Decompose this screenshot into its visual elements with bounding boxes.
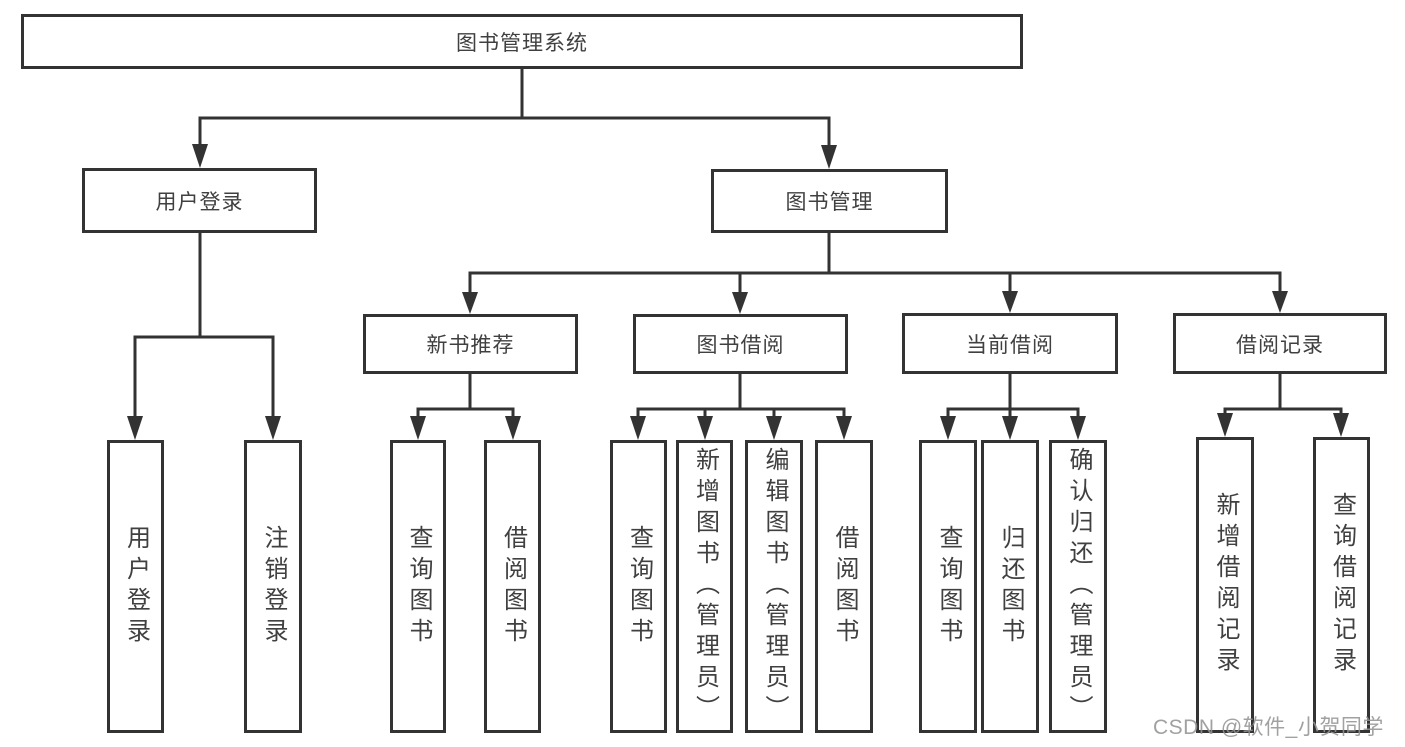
leaf-return-books-label: 归还图书 [997,524,1024,649]
leaf-add-borrow-record: 新增借阅记录 [1196,437,1254,733]
leaf-query-books-borrow: 查询图书 [610,440,667,733]
leaf-edit-books-admin: 编辑图书（管理员） [745,440,803,733]
leaf-logout-label: 注销登录 [260,524,287,649]
leaf-query-books-borrow-label: 查询图书 [625,524,653,649]
node-user-login: 用户登录 [82,168,317,233]
leaf-return-books: 归还图书 [981,440,1039,733]
leaf-user-login: 用户登录 [107,440,164,733]
node-book-management: 图书管理 [711,169,948,233]
leaf-query-borrow-record-label: 查询借阅记录 [1328,492,1356,678]
leaf-borrow-books-label: 借阅图书 [831,524,858,649]
leaf-query-books-current: 查询图书 [919,440,977,733]
leaf-confirm-return-admin-label: 确认归还（管理员） [1065,447,1092,726]
node-book-management-label: 图书管理 [785,191,874,214]
node-borrow-records: 借阅记录 [1173,313,1387,374]
leaf-query-books-recommend-label: 查询图书 [405,524,432,649]
leaf-add-books-admin-label: 新增图书（管理员） [691,447,719,726]
leaf-query-books-current-label: 查询图书 [935,524,962,649]
arrowheads [127,144,1349,440]
leaf-borrow-books-recommend-label: 借阅图书 [499,524,527,649]
leaf-edit-books-admin-label: 编辑图书（管理员） [761,447,788,726]
node-book-borrow-label: 图书借阅 [696,334,785,357]
node-new-book-recommend: 新书推荐 [363,314,578,374]
leaf-logout: 注销登录 [244,440,302,733]
node-root: 图书管理系统 [21,14,1023,69]
leaf-add-books-admin: 新增图书（管理员） [676,440,733,733]
leaf-query-books-recommend: 查询图书 [390,440,446,733]
leaf-confirm-return-admin: 确认归还（管理员） [1049,440,1107,733]
leaf-borrow-books-recommend: 借阅图书 [484,440,541,733]
node-current-borrow: 当前借阅 [902,313,1118,374]
node-borrow-records-label: 借阅记录 [1236,333,1324,357]
node-user-login-label: 用户登录 [155,190,244,214]
leaf-add-borrow-record-label: 新增借阅记录 [1212,492,1239,678]
csdn-watermark: CSDN @软件_小贺同学 [1153,716,1384,739]
node-current-borrow-label: 当前借阅 [966,333,1054,357]
leaf-borrow-books: 借阅图书 [815,440,873,733]
leaf-query-borrow-record: 查询借阅记录 [1313,437,1370,733]
leaf-user-login-label: 用户登录 [122,524,150,649]
node-root-label: 图书管理系统 [456,31,588,55]
node-book-borrow: 图书借阅 [633,314,848,374]
node-new-book-recommend-label: 新书推荐 [426,334,515,357]
